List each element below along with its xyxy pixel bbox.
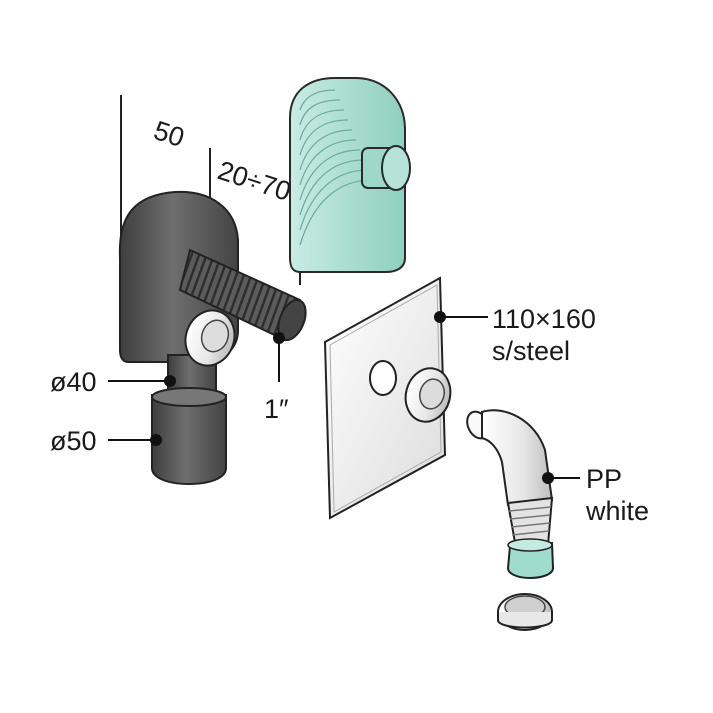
- pipe-diameter-50-label: ø50: [50, 426, 97, 456]
- threaded-pipe: [178, 248, 307, 342]
- wall-box: [289, 77, 411, 273]
- cover-plate: [323, 276, 452, 520]
- trap-nut: [184, 309, 236, 367]
- elbow-material-label: PP: [586, 464, 622, 494]
- range-dimension-label: 20÷70: [214, 155, 294, 207]
- pp-elbow: [466, 409, 555, 580]
- leader-lines: [108, 316, 580, 479]
- depth-dimension-label: 50: [150, 115, 188, 153]
- leader-dots: [150, 311, 554, 484]
- pipe-diameter-40-label: ø40: [50, 367, 97, 397]
- plate-size-label: 110×160: [492, 304, 596, 334]
- elbow-color-label: white: [585, 496, 649, 526]
- thread-size-label: 1″: [264, 394, 289, 424]
- plate-material-label: s/steel: [492, 336, 570, 366]
- loose-nut: [497, 593, 553, 631]
